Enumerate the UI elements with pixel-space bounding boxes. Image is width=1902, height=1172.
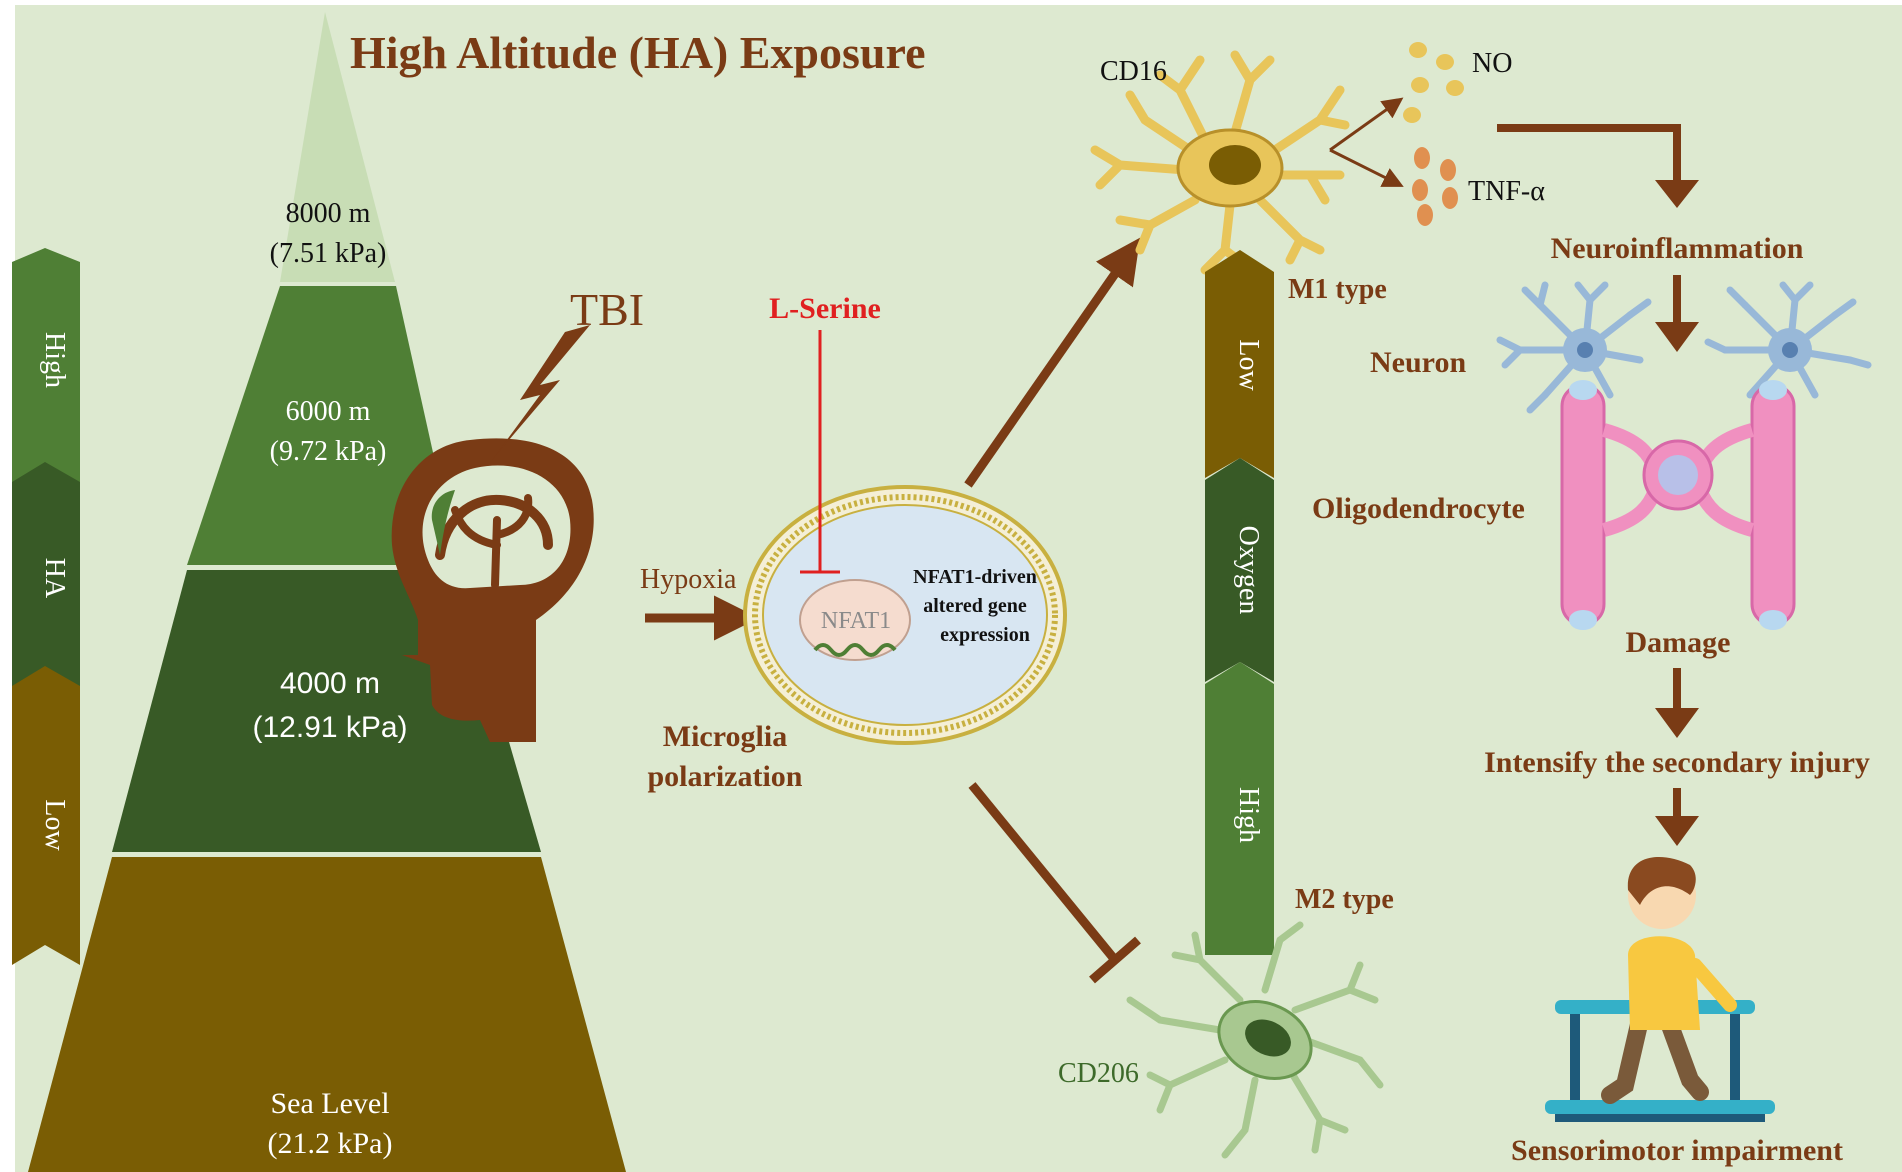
to-sensorimotor-arrowhead [1655,816,1699,846]
alt-4000-label: 4000 m [280,667,380,700]
diagram-title: High Altitude (HA) Exposure [350,27,926,78]
m2-inhibition-bar [1089,936,1141,984]
altitude-scale-low [12,666,80,965]
no-label: NO [1472,48,1512,79]
tnf-release-arrow [1329,148,1404,187]
no-molecules-icon [1403,42,1464,123]
l-serine-label: L-Serine [769,292,881,325]
neuron-right-icon [1704,281,1872,399]
microglia-label-line2: polarization [648,760,803,793]
pressure-sea-level-label: (21.2 kPa) [268,1127,393,1160]
nfat1-label: NFAT1 [821,608,891,634]
pressure-6000-label: (9.72 kPa) [270,436,387,467]
oligodendrocyte-icon [1560,380,1796,630]
nfat1-text-line3: expression [940,624,1030,646]
secondary-injury-label: Intensify the secondary injury [1484,746,1870,779]
m1-microglia-icon [1090,50,1350,275]
altitude-scale-ha [12,462,80,690]
alt-6000-label: 6000 m [286,396,371,427]
altitude-scale-high-label: High [39,332,70,388]
cd206-label: CD206 [1058,1058,1139,1089]
m2-nucleus [1245,1019,1291,1057]
m2-microglia-icon [1126,921,1384,1159]
oxygen-scale-low [1205,250,1274,478]
nfat1-nucleus [799,579,911,661]
m1-polarization-arrow [964,237,1141,488]
sea-level-label: Sea Level [270,1087,389,1120]
oxygen-scale-high-label: High [1233,787,1264,843]
no-release-arrow [1329,97,1404,152]
to-neuroinflammation-connector [1497,124,1681,188]
dna-icon [813,643,897,657]
tnf-label: TNF-α [1468,176,1545,207]
altitude-scale-ha-label: HA [39,558,70,599]
to-secondary-injury-arrowhead [1655,708,1699,738]
alt-8000-label: 8000 m [286,198,371,229]
microglia-cell [743,485,1067,745]
hypoxia-label: Hypoxia [640,564,737,595]
m1-type-label: M1 type [1288,274,1387,305]
oligodendrocyte-label: Oligodendrocyte [1312,492,1525,525]
oxygen-scale-high [1205,662,1274,955]
oxygen-scale-oxygen-label: Oxygen [1233,526,1264,615]
neuron-left-icon [1496,281,1652,414]
m2-type-label: M2 type [1295,884,1394,915]
to-damage-arrowhead [1655,322,1699,352]
m1-nucleus [1209,145,1261,185]
oxygen-scale-low-label: Low [1233,339,1264,391]
altitude-scale-high [12,248,80,485]
pressure-4000-label: (12.91 kPa) [252,711,407,744]
neuron-label: Neuron [1370,346,1466,379]
nfat1-text-line2: altered gene [923,595,1027,617]
oxygen-scale: Low Oxygen High [1205,250,1274,955]
nfat1-text-line1: NFAT1-driven [913,566,1037,588]
sensorimotor-label: Sensorimotor impairment [1511,1134,1843,1167]
m2-inhibition-line [968,782,1119,963]
mountain-peak-8000 [280,12,395,282]
altitude-scale: High HA Low [12,248,80,965]
cd16-label: CD16 [1100,56,1167,87]
mountain-band-6000 [187,286,458,565]
damage-label: Damage [1626,626,1731,659]
tbi-label: TBI [570,284,644,335]
oxygen-scale-mid [1205,458,1274,682]
tnf-molecules-icon [1412,147,1458,226]
microglia-label-line1: Microglia [663,720,787,753]
lightning-icon [492,325,590,460]
mountain-band-sea-level [28,857,626,1172]
head-with-brain-icon [391,325,594,742]
child-walker-icon [1545,857,1775,1122]
neuroinflammation-label: Neuroinflammation [1551,232,1804,265]
altitude-scale-low-label: Low [39,799,70,851]
to-neuroinflammation-arrowhead [1655,180,1699,208]
pressure-8000-label: (7.51 kPa) [270,238,387,269]
